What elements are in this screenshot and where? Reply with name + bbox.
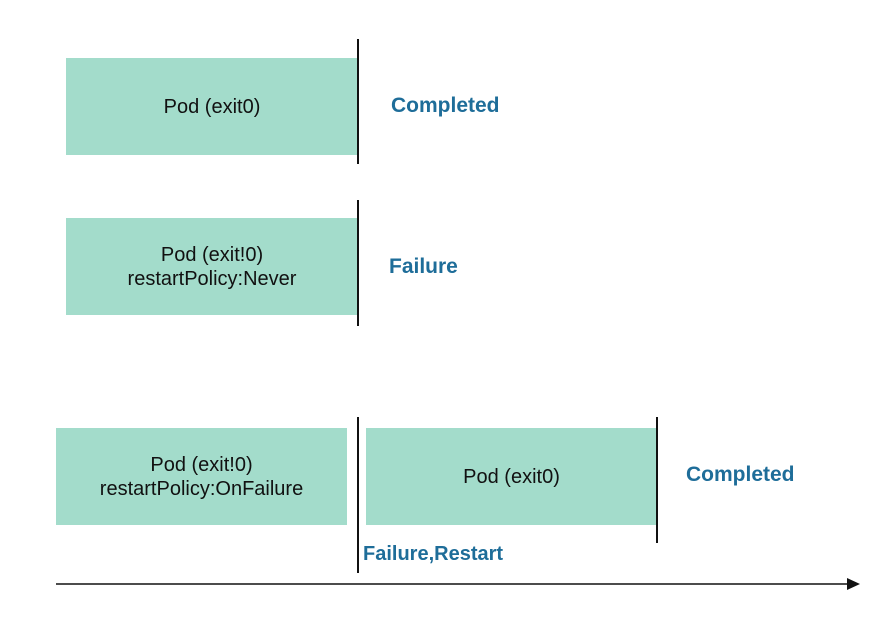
pod-box-label-line2: restartPolicy:Never [127, 267, 297, 290]
row1-end-divider [357, 39, 359, 164]
pod-box-label-line1: Pod (exit!0) [160, 243, 264, 266]
status-completed: Completed [391, 94, 500, 117]
status-failure: Failure [389, 255, 458, 278]
restart-divider [357, 417, 359, 573]
arrow-right-icon [847, 578, 860, 590]
pod-box-exit0: Pod (exit0) [66, 58, 358, 155]
pod-box-exit-nonzero-never: Pod (exit!0) restartPolicy:Never [66, 218, 358, 315]
pod-box-label-line1: Pod (exit!0) [150, 453, 253, 476]
pod-box-exit-nonzero-onfailure: Pod (exit!0) restartPolicy:OnFailure [56, 428, 347, 525]
pod-box-label-line2: restartPolicy:OnFailure [99, 477, 304, 500]
pod-box-label: Pod (exit0) [163, 95, 261, 118]
pod-box-exit0-after-restart: Pod (exit0) [366, 428, 657, 525]
status-completed-after-restart: Completed [686, 463, 795, 486]
row3-end-divider [656, 417, 658, 543]
pod-box-label: Pod (exit0) [463, 465, 560, 488]
row2-end-divider [357, 200, 359, 326]
status-failure-restart: Failure,Restart [363, 543, 504, 565]
